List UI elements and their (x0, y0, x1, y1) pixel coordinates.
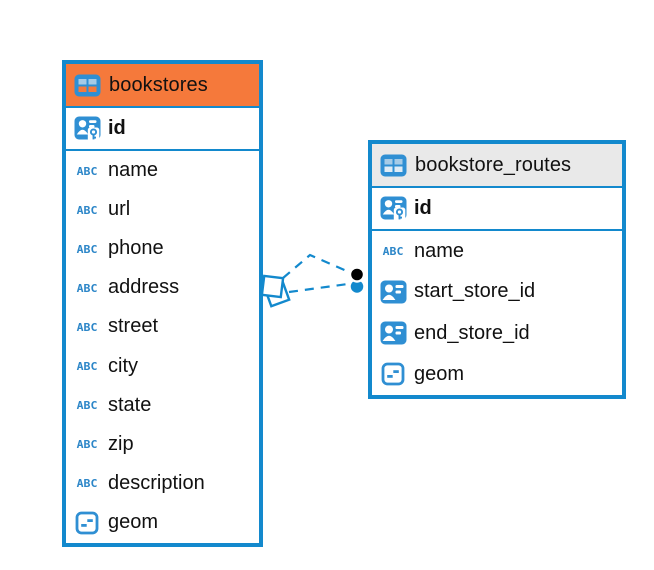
column-row-phone[interactable]: ABC phone (66, 229, 259, 269)
column-name: address (108, 276, 180, 299)
column-name: geom (414, 362, 465, 385)
column-row-start-store-id[interactable]: start_store_id (372, 271, 622, 313)
column-name: start_store_id (414, 280, 536, 303)
column-name: state (108, 393, 152, 416)
relationship-line-upper[interactable] (282, 253, 350, 279)
column-row-address[interactable]: ABC address (66, 268, 259, 308)
foreign-key-icon (379, 321, 407, 345)
column-name: zip (108, 432, 134, 455)
relationship-line-lower[interactable] (288, 282, 349, 294)
text-type-icon: ABC (76, 202, 98, 217)
column-row-name[interactable]: ABC name (66, 151, 259, 191)
text-type-icon: ABC (76, 163, 98, 178)
text-type-icon: ABC (382, 244, 404, 258)
column-name: name (108, 159, 159, 182)
column-row-description[interactable]: ABC description (66, 463, 259, 503)
column-row-zip[interactable]: ABC zip (66, 424, 259, 464)
table-bookstore-routes[interactable]: bookstore_routes id ABC name (368, 140, 626, 399)
primary-key-icon (73, 116, 101, 142)
text-type-icon: ABC (76, 476, 98, 490)
foreign-key-icon (379, 280, 407, 304)
table-header-bookstore-routes[interactable]: bookstore_routes (372, 144, 622, 188)
relationship-source-marker[interactable] (260, 274, 291, 308)
column-row-end-store-id[interactable]: end_store_id (372, 312, 622, 354)
table-title: bookstore_routes (415, 153, 572, 176)
column-name: url (108, 198, 131, 221)
geometry-type-icon (379, 362, 407, 386)
geometry-type-icon (73, 511, 101, 535)
column-name: geom (108, 511, 159, 534)
column-name: end_store_id (414, 321, 530, 344)
column-row-city[interactable]: ABC city (66, 346, 259, 386)
column-name: name (414, 239, 465, 262)
column-name: phone (108, 237, 164, 260)
column-name: street (108, 315, 159, 338)
table-icon (73, 74, 101, 97)
column-row-url[interactable]: ABC url (66, 190, 259, 230)
text-type-icon: ABC (76, 359, 98, 373)
column-row-state[interactable]: ABC state (66, 385, 259, 425)
text-type-icon: ABC (76, 320, 98, 334)
column-name: city (108, 354, 138, 377)
column-name: id (108, 117, 126, 139)
column-row-id[interactable]: id (66, 108, 259, 151)
column-name: description (108, 471, 205, 494)
primary-key-icon (379, 196, 407, 222)
text-type-icon: ABC (76, 281, 98, 295)
column-name: id (414, 197, 432, 219)
column-row-name[interactable]: ABC name (372, 231, 622, 272)
table-bookstores[interactable]: bookstores id ABC name (62, 60, 263, 547)
column-row-geom[interactable]: geom (372, 353, 622, 395)
text-type-icon: ABC (76, 242, 98, 256)
relationship-target-marker[interactable] (348, 266, 366, 295)
text-type-icon: ABC (76, 437, 98, 451)
text-type-icon: ABC (76, 398, 98, 412)
column-row-id[interactable]: id (372, 188, 622, 231)
column-row-street[interactable]: ABC street (66, 307, 259, 347)
table-title: bookstores (109, 73, 208, 96)
table-icon (379, 154, 407, 177)
table-header-bookstores[interactable]: bookstores (66, 64, 259, 108)
column-row-geom[interactable]: geom (66, 502, 259, 543)
